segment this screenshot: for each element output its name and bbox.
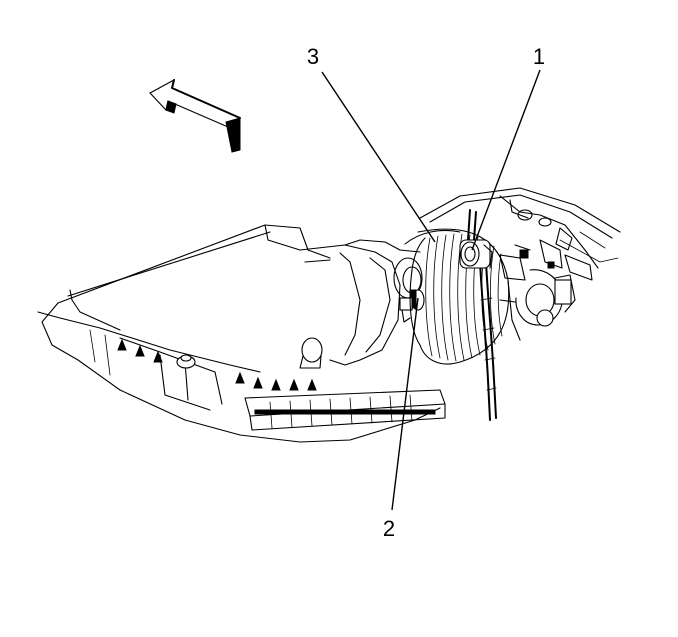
air-cleaner-housing bbox=[37, 224, 446, 443]
leader-line-1 bbox=[471, 69, 541, 251]
leader-line-2 bbox=[391, 297, 419, 511]
callout-number-3: 3 bbox=[307, 44, 319, 69]
callout-number-2: 2 bbox=[383, 516, 395, 541]
sensor-wire-harness bbox=[459, 209, 497, 421]
leader-line-3 bbox=[321, 71, 436, 243]
callout-number-1: 1 bbox=[533, 44, 545, 69]
throttle-body-area bbox=[419, 187, 621, 341]
arrow-up-left-icon bbox=[149, 78, 241, 153]
callout-leaders bbox=[321, 69, 541, 511]
hose-clamp bbox=[399, 289, 425, 323]
